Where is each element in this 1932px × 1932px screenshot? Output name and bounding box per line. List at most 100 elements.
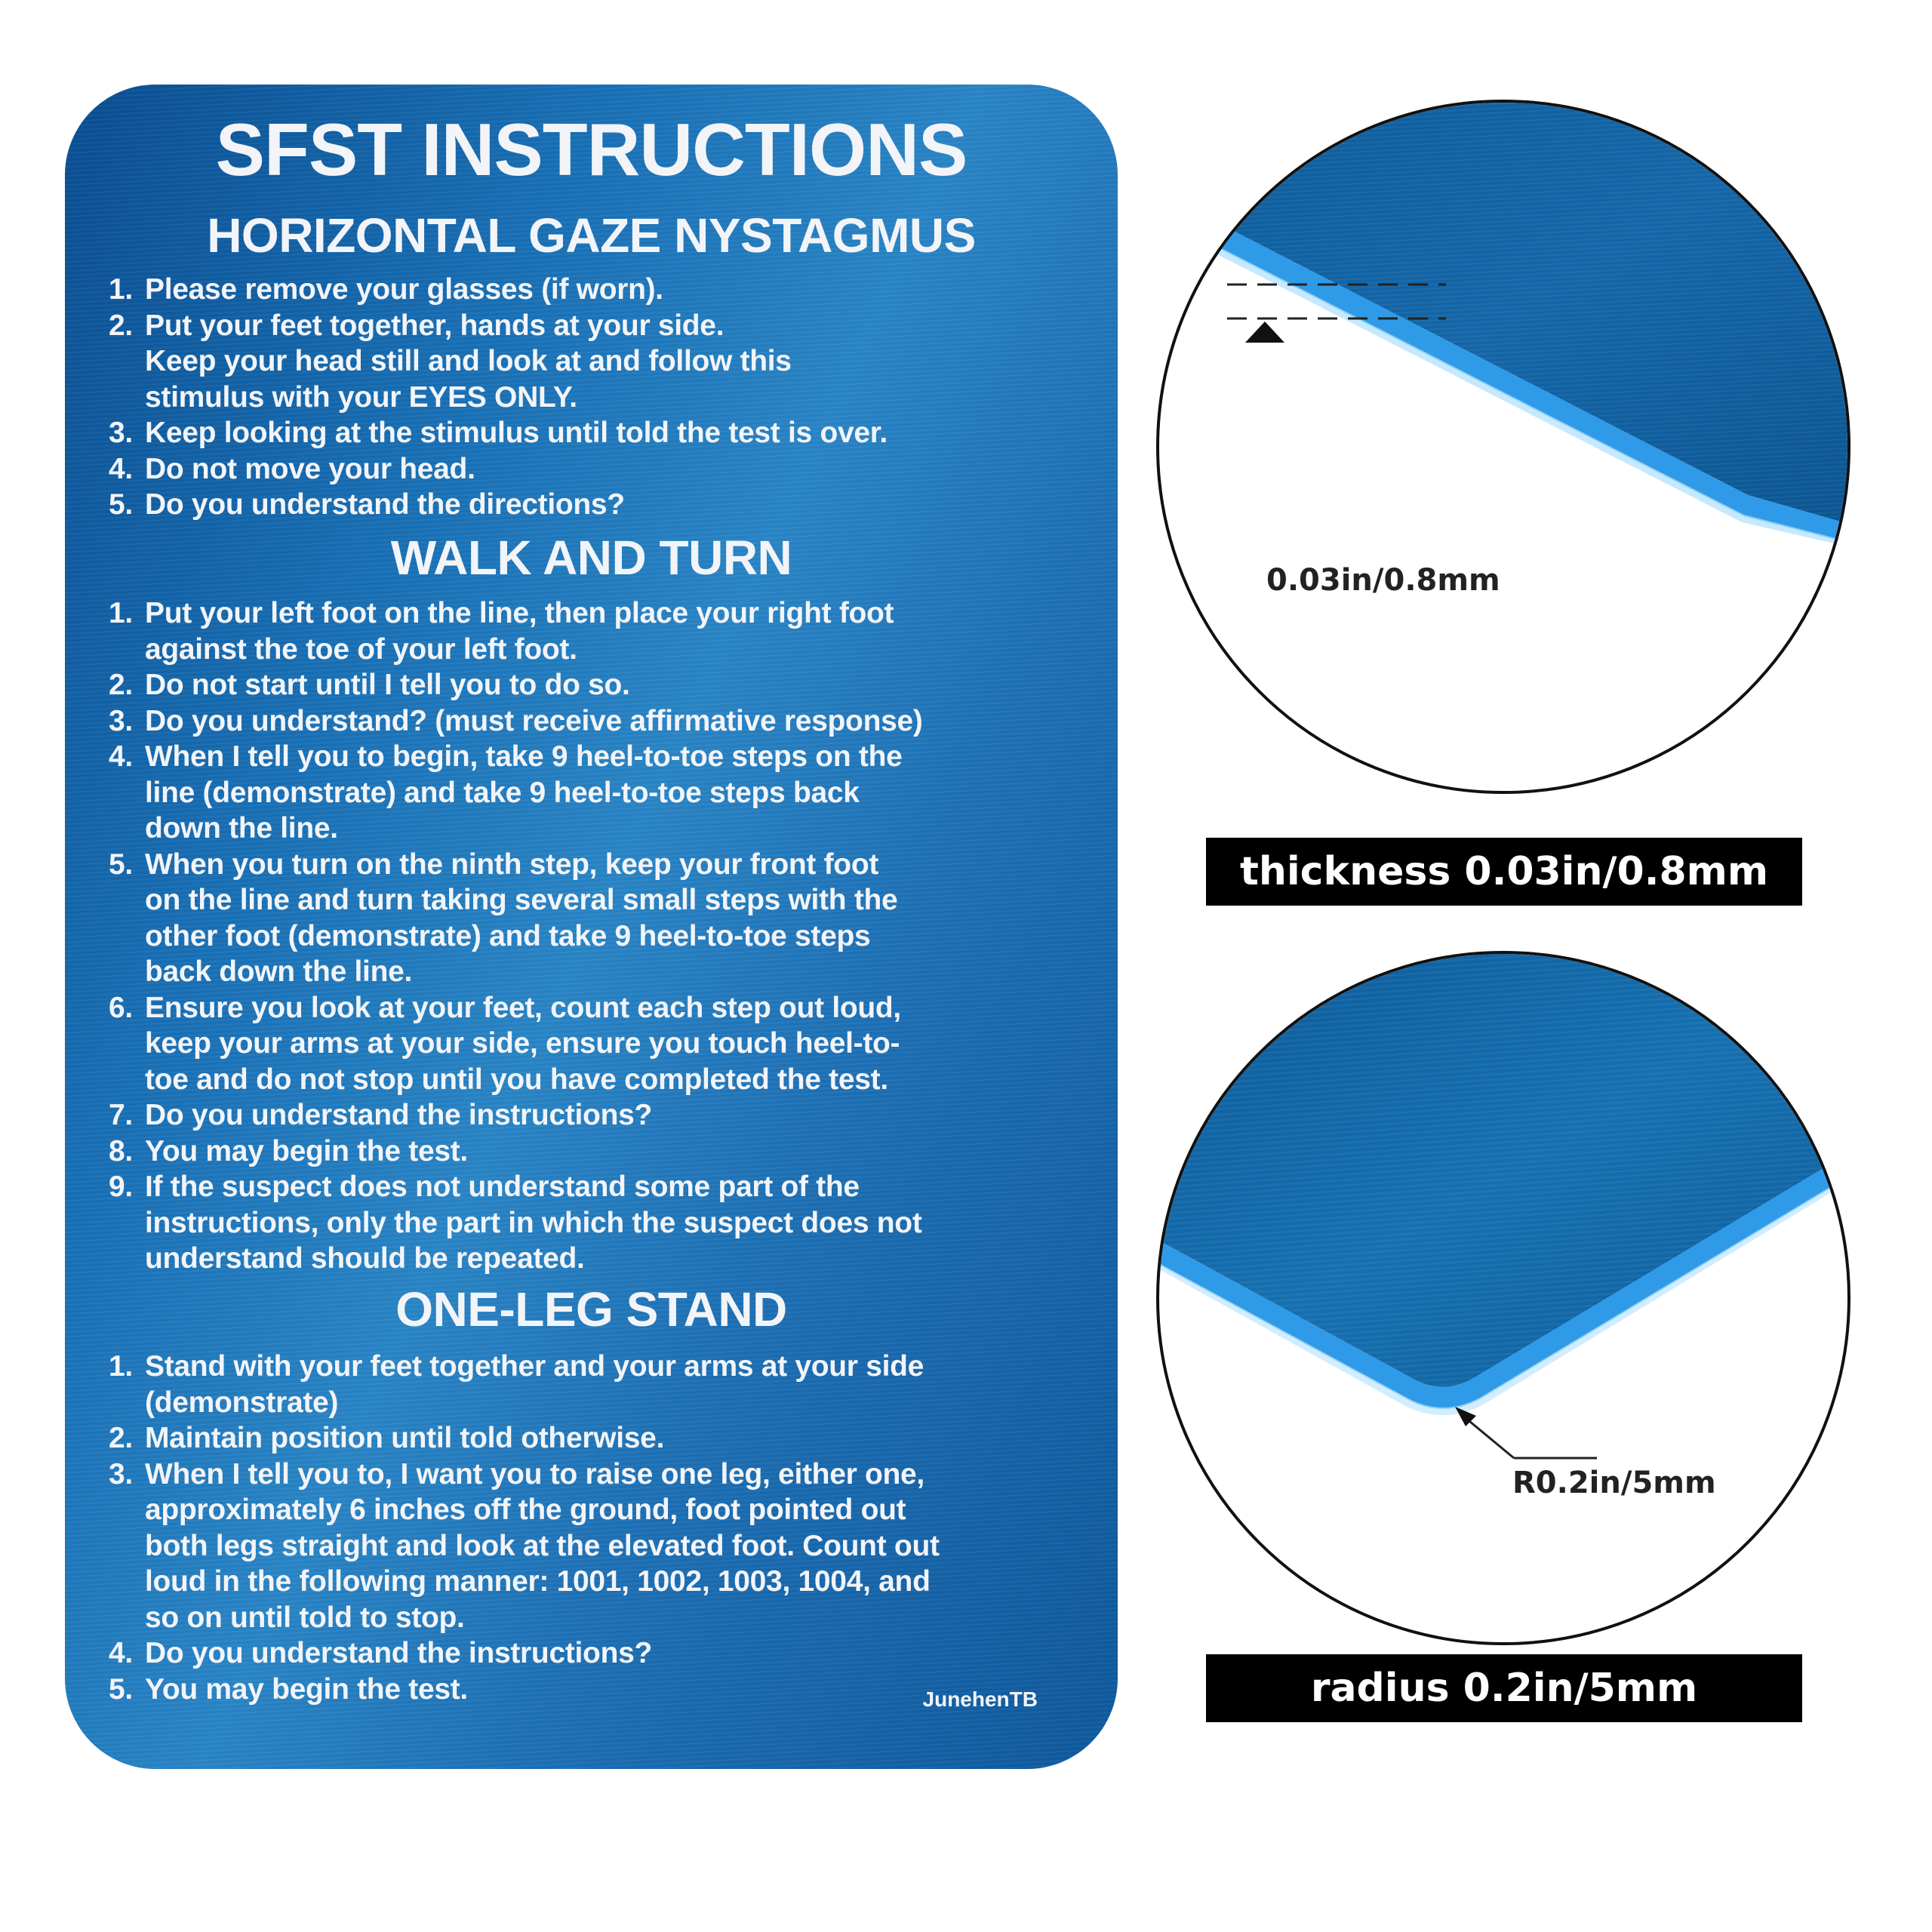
instruction-text: If the suspect does not understand some …	[145, 1171, 860, 1203]
instruction-number: 2.	[109, 309, 133, 342]
instruction-line: 1. Please remove your glasses (if worn).	[109, 272, 1105, 308]
instruction-line: 3. Keep looking at the stimulus until tol…	[109, 415, 1105, 451]
instruction-text: When you turn on the ninth step, keep yo…	[145, 848, 879, 881]
instruction-line: instructions, only the part in which the…	[109, 1205, 1105, 1241]
brand-mark: JunehenTB	[922, 1687, 1038, 1711]
section-heading-one-leg-stand: ONE-LEG STAND	[395, 1282, 787, 1337]
instruction-text: so on until told to stop.	[145, 1601, 465, 1634]
instruction-number: 4.	[109, 740, 133, 773]
instruction-number: 3.	[109, 1457, 133, 1491]
instruction-line: 1. Stand with your feet together and your…	[109, 1349, 1105, 1385]
instruction-text: When I tell you to, I want you to raise …	[145, 1457, 924, 1491]
instruction-number: 8.	[109, 1134, 133, 1168]
instruction-line: 4. Do you understand the instructions?	[109, 1635, 1105, 1672]
instruction-text: loud in the following manner: 1001, 1002…	[145, 1565, 931, 1598]
instruction-line: line (demonstrate) and take 9 heel-to-to…	[109, 775, 1105, 811]
instruction-number: 1.	[109, 597, 133, 629]
instruction-text: Do you understand the directions?	[145, 488, 625, 521]
instruction-line: against the toe of your left foot.	[109, 632, 1105, 668]
instruction-line: 4. Do not move your head.	[109, 451, 1105, 488]
instruction-line: 2.Do not start until I tell you to do so…	[109, 667, 1105, 703]
instruction-line: on the line and turn taking several smal…	[109, 882, 1105, 918]
instruction-number: 2.	[109, 669, 133, 701]
section-heading-hgn: HORIZONTAL GAZE NYSTAGMUS	[207, 208, 976, 263]
instruction-line: 2. Put your feet together, hands at your …	[109, 308, 1105, 344]
instruction-line: (demonstrate)	[109, 1385, 1105, 1421]
instruction-text: Stand with your feet together and your a…	[145, 1350, 924, 1383]
instruction-number: 2.	[109, 1422, 133, 1454]
instruction-line: 3. When I tell you to, I want you to rais…	[109, 1457, 1105, 1493]
instruction-number: 5.	[109, 1672, 133, 1706]
instruction-number: 7.	[109, 1099, 133, 1131]
instruction-line: approximately 6 inches off the ground, f…	[109, 1492, 1105, 1528]
instruction-line: other foot (demonstrate) and take 9 heel…	[109, 918, 1105, 955]
hgn-list: 1.Please remove your glasses (if worn).2…	[109, 272, 1105, 523]
instruction-text: (demonstrate)	[145, 1386, 339, 1419]
instruction-text: stimulus with your EYES ONLY.	[145, 380, 577, 414]
instruction-text: other foot (demonstrate) and take 9 heel…	[145, 919, 871, 952]
radius-dimension-label: R0.2in/5mm	[1512, 1466, 1716, 1500]
one-leg-stand-list: 1. Stand with your feet together and your…	[109, 1349, 1105, 1707]
instruction-line: down the line.	[109, 811, 1105, 847]
card-content: SFST INSTRUCTIONS HORIZONTAL GAZE NYSTAG…	[65, 85, 1118, 1769]
instruction-number: 4.	[109, 452, 133, 485]
instruction-line: 9. If the suspect does not understand som…	[109, 1169, 1105, 1205]
instruction-text: instructions, only the part in which the…	[145, 1206, 922, 1239]
instruction-text: Please remove your glasses (if worn).	[145, 273, 663, 306]
instruction-line: 5. When you turn on the ninth step, keep …	[109, 847, 1105, 883]
instruction-text: keep your arms at your side, ensure you …	[145, 1027, 900, 1060]
instruction-line: back down the line.	[109, 954, 1105, 990]
radius-detail-circle	[1156, 951, 1850, 1645]
card-title: SFST INSTRUCTIONS	[215, 108, 968, 191]
instruction-text: Ensure you look at your feet, count each…	[145, 991, 901, 1024]
instruction-number: 5.	[109, 488, 133, 521]
instruction-line: 3. Do you understand? (must receive affir…	[109, 703, 1105, 740]
instruction-line: so on until told to stop.	[109, 1600, 1105, 1636]
instruction-text: both legs straight and look at the eleva…	[145, 1529, 940, 1562]
instruction-number: 1.	[109, 273, 133, 306]
instruction-line: stimulus with your EYES ONLY.	[109, 380, 1105, 416]
instruction-text: Put your feet together, hands at your si…	[145, 309, 724, 342]
instruction-text: down the line.	[145, 812, 338, 844]
instruction-number: 1.	[109, 1350, 133, 1383]
instruction-line: understand should be repeated.	[109, 1241, 1105, 1277]
instruction-line: 7. Do you understand the instructions?	[109, 1097, 1105, 1134]
instruction-text: Keep looking at the stimulus until told …	[145, 417, 888, 449]
instruction-number: 9.	[109, 1171, 133, 1203]
instruction-number: 6.	[109, 991, 133, 1024]
instruction-number: 5.	[109, 848, 133, 881]
instruction-line: 2. Maintain position until told otherwise…	[109, 1420, 1105, 1457]
radius-corner-illustration	[1159, 954, 1847, 1460]
thickness-dimension-label: 0.03in/0.8mm	[1266, 563, 1500, 598]
instruction-text: When I tell you to begin, take 9 heel-to…	[145, 740, 903, 773]
instruction-text: Do you understand the instructions?	[145, 1099, 653, 1131]
instruction-line: toe and do not stop until you have compl…	[109, 1062, 1105, 1098]
instruction-number: 3.	[109, 417, 133, 449]
instruction-text: You may begin the test.	[145, 1134, 468, 1168]
instruction-text: Do you understand? (must receive affirma…	[145, 704, 923, 737]
instruction-text: You may begin the test.	[145, 1672, 468, 1706]
instruction-line: keep your arms at your side, ensure you …	[109, 1026, 1105, 1062]
instruction-number: 4.	[109, 1637, 133, 1669]
instruction-text: line (demonstrate) and take 9 heel-to-to…	[145, 776, 860, 809]
section-heading-walk-and-turn: WALK AND TURN	[390, 531, 792, 585]
radius-caption: radius 0.2in/5mm	[1206, 1654, 1802, 1722]
thickness-detail-circle	[1156, 100, 1850, 794]
instruction-line: 6. Ensure you look at your feet, count ea…	[109, 990, 1105, 1026]
instruction-line: both legs straight and look at the eleva…	[109, 1528, 1105, 1564]
instruction-card: SFST INSTRUCTIONS HORIZONTAL GAZE NYSTAG…	[65, 85, 1118, 1769]
thickness-caption: thickness 0.03in/0.8mm	[1206, 838, 1802, 906]
walk-and-turn-list: 1.Put your left foot on the line, then p…	[109, 595, 1105, 1277]
thickness-edge-illustration	[1159, 103, 1847, 547]
instruction-text: toe and do not stop until you have compl…	[145, 1063, 888, 1096]
instruction-text: understand should be repeated.	[145, 1242, 585, 1275]
instruction-number: 3.	[109, 704, 133, 737]
instruction-text: Maintain position until told otherwise.	[145, 1422, 665, 1454]
instruction-line: 8. You may begin the test.	[109, 1134, 1105, 1170]
instruction-text: back down the line.	[145, 955, 413, 988]
instruction-line: loud in the following manner: 1001, 1002…	[109, 1564, 1105, 1600]
instruction-line: Keep your head still and look at and fol…	[109, 343, 1105, 380]
instruction-text: Do you understand the instructions?	[145, 1637, 653, 1669]
instruction-text: Do not move your head.	[145, 452, 475, 485]
